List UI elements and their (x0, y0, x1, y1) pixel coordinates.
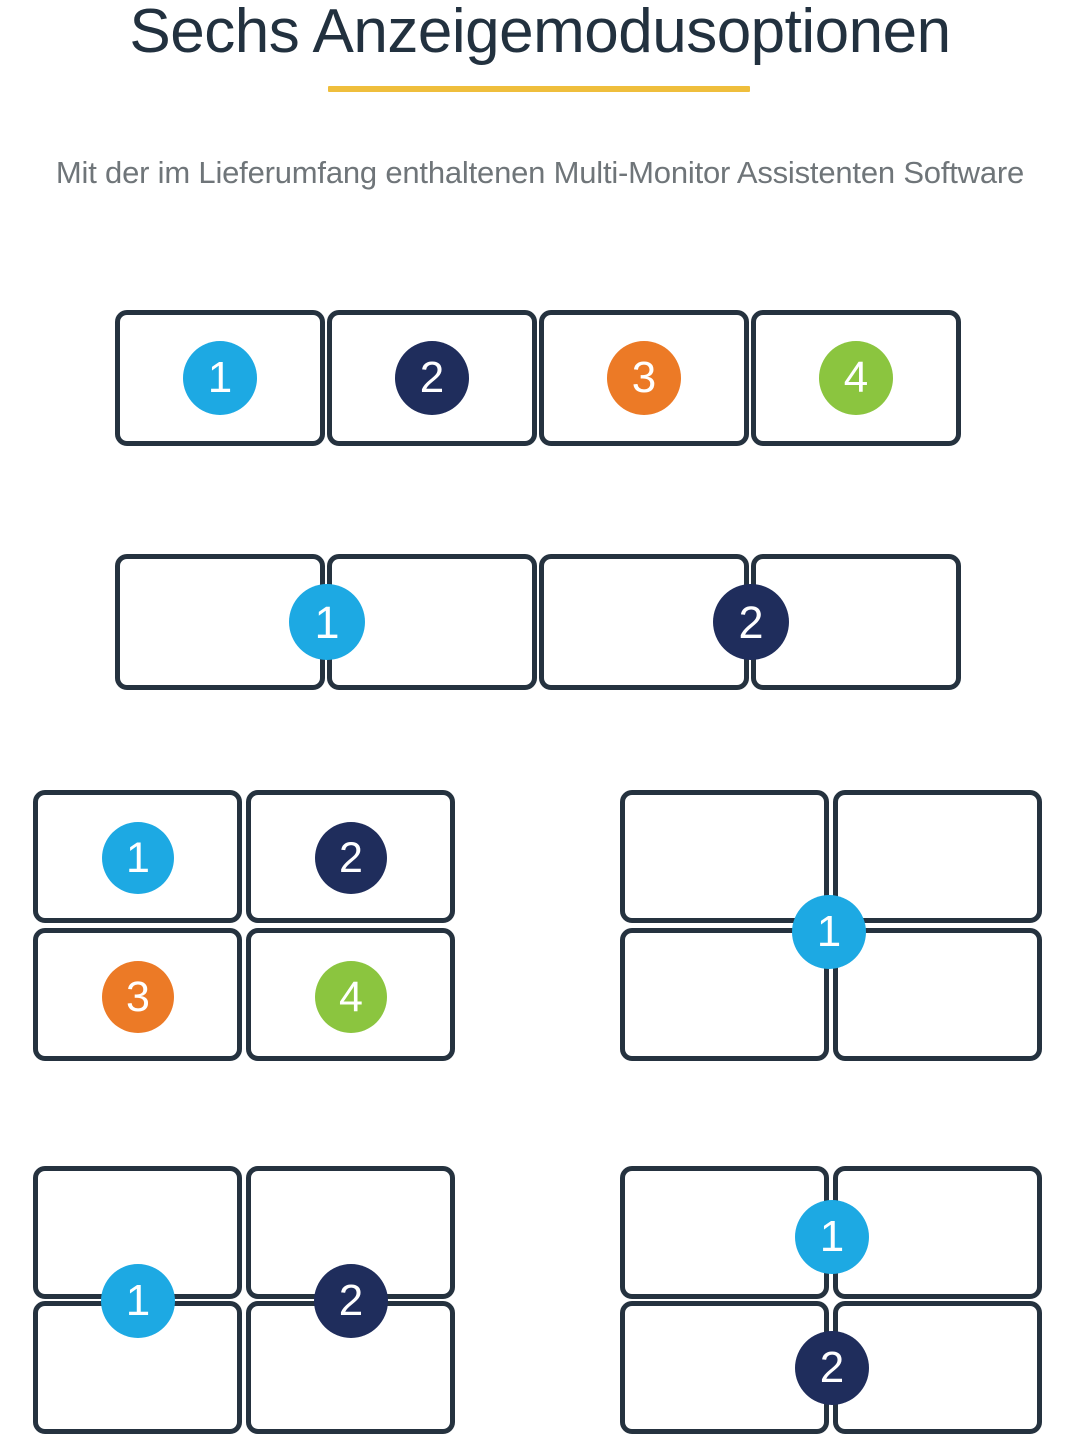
display-number-badge: 1 (183, 341, 257, 415)
display-number-badge: 2 (314, 1264, 388, 1338)
display-number-badge: 3 (102, 961, 174, 1033)
display-number-badge: 4 (819, 341, 893, 415)
monitor-outline (620, 790, 829, 923)
display-number-badge: 1 (102, 822, 174, 894)
display-number-badge: 1 (795, 1200, 869, 1274)
page-subtitle: Mit der im Lieferumfang enthaltenen Mult… (55, 155, 1025, 190)
title-underline-accent (328, 86, 750, 92)
display-number-badge: 1 (289, 584, 365, 660)
display-number-badge: 2 (395, 341, 469, 415)
display-number-badge: 2 (713, 584, 789, 660)
monitor-outline (620, 928, 829, 1061)
monitor-outline (833, 790, 1042, 923)
display-number-badge: 1 (101, 1264, 175, 1338)
display-number-badge: 1 (792, 895, 866, 969)
display-number-badge: 4 (315, 961, 387, 1033)
page-title: Sechs Anzeigemodusoptionen (129, 0, 951, 66)
display-number-badge: 2 (795, 1331, 869, 1405)
monitor-outline (833, 928, 1042, 1061)
display-number-badge: 2 (315, 822, 387, 894)
display-number-badge: 3 (607, 341, 681, 415)
